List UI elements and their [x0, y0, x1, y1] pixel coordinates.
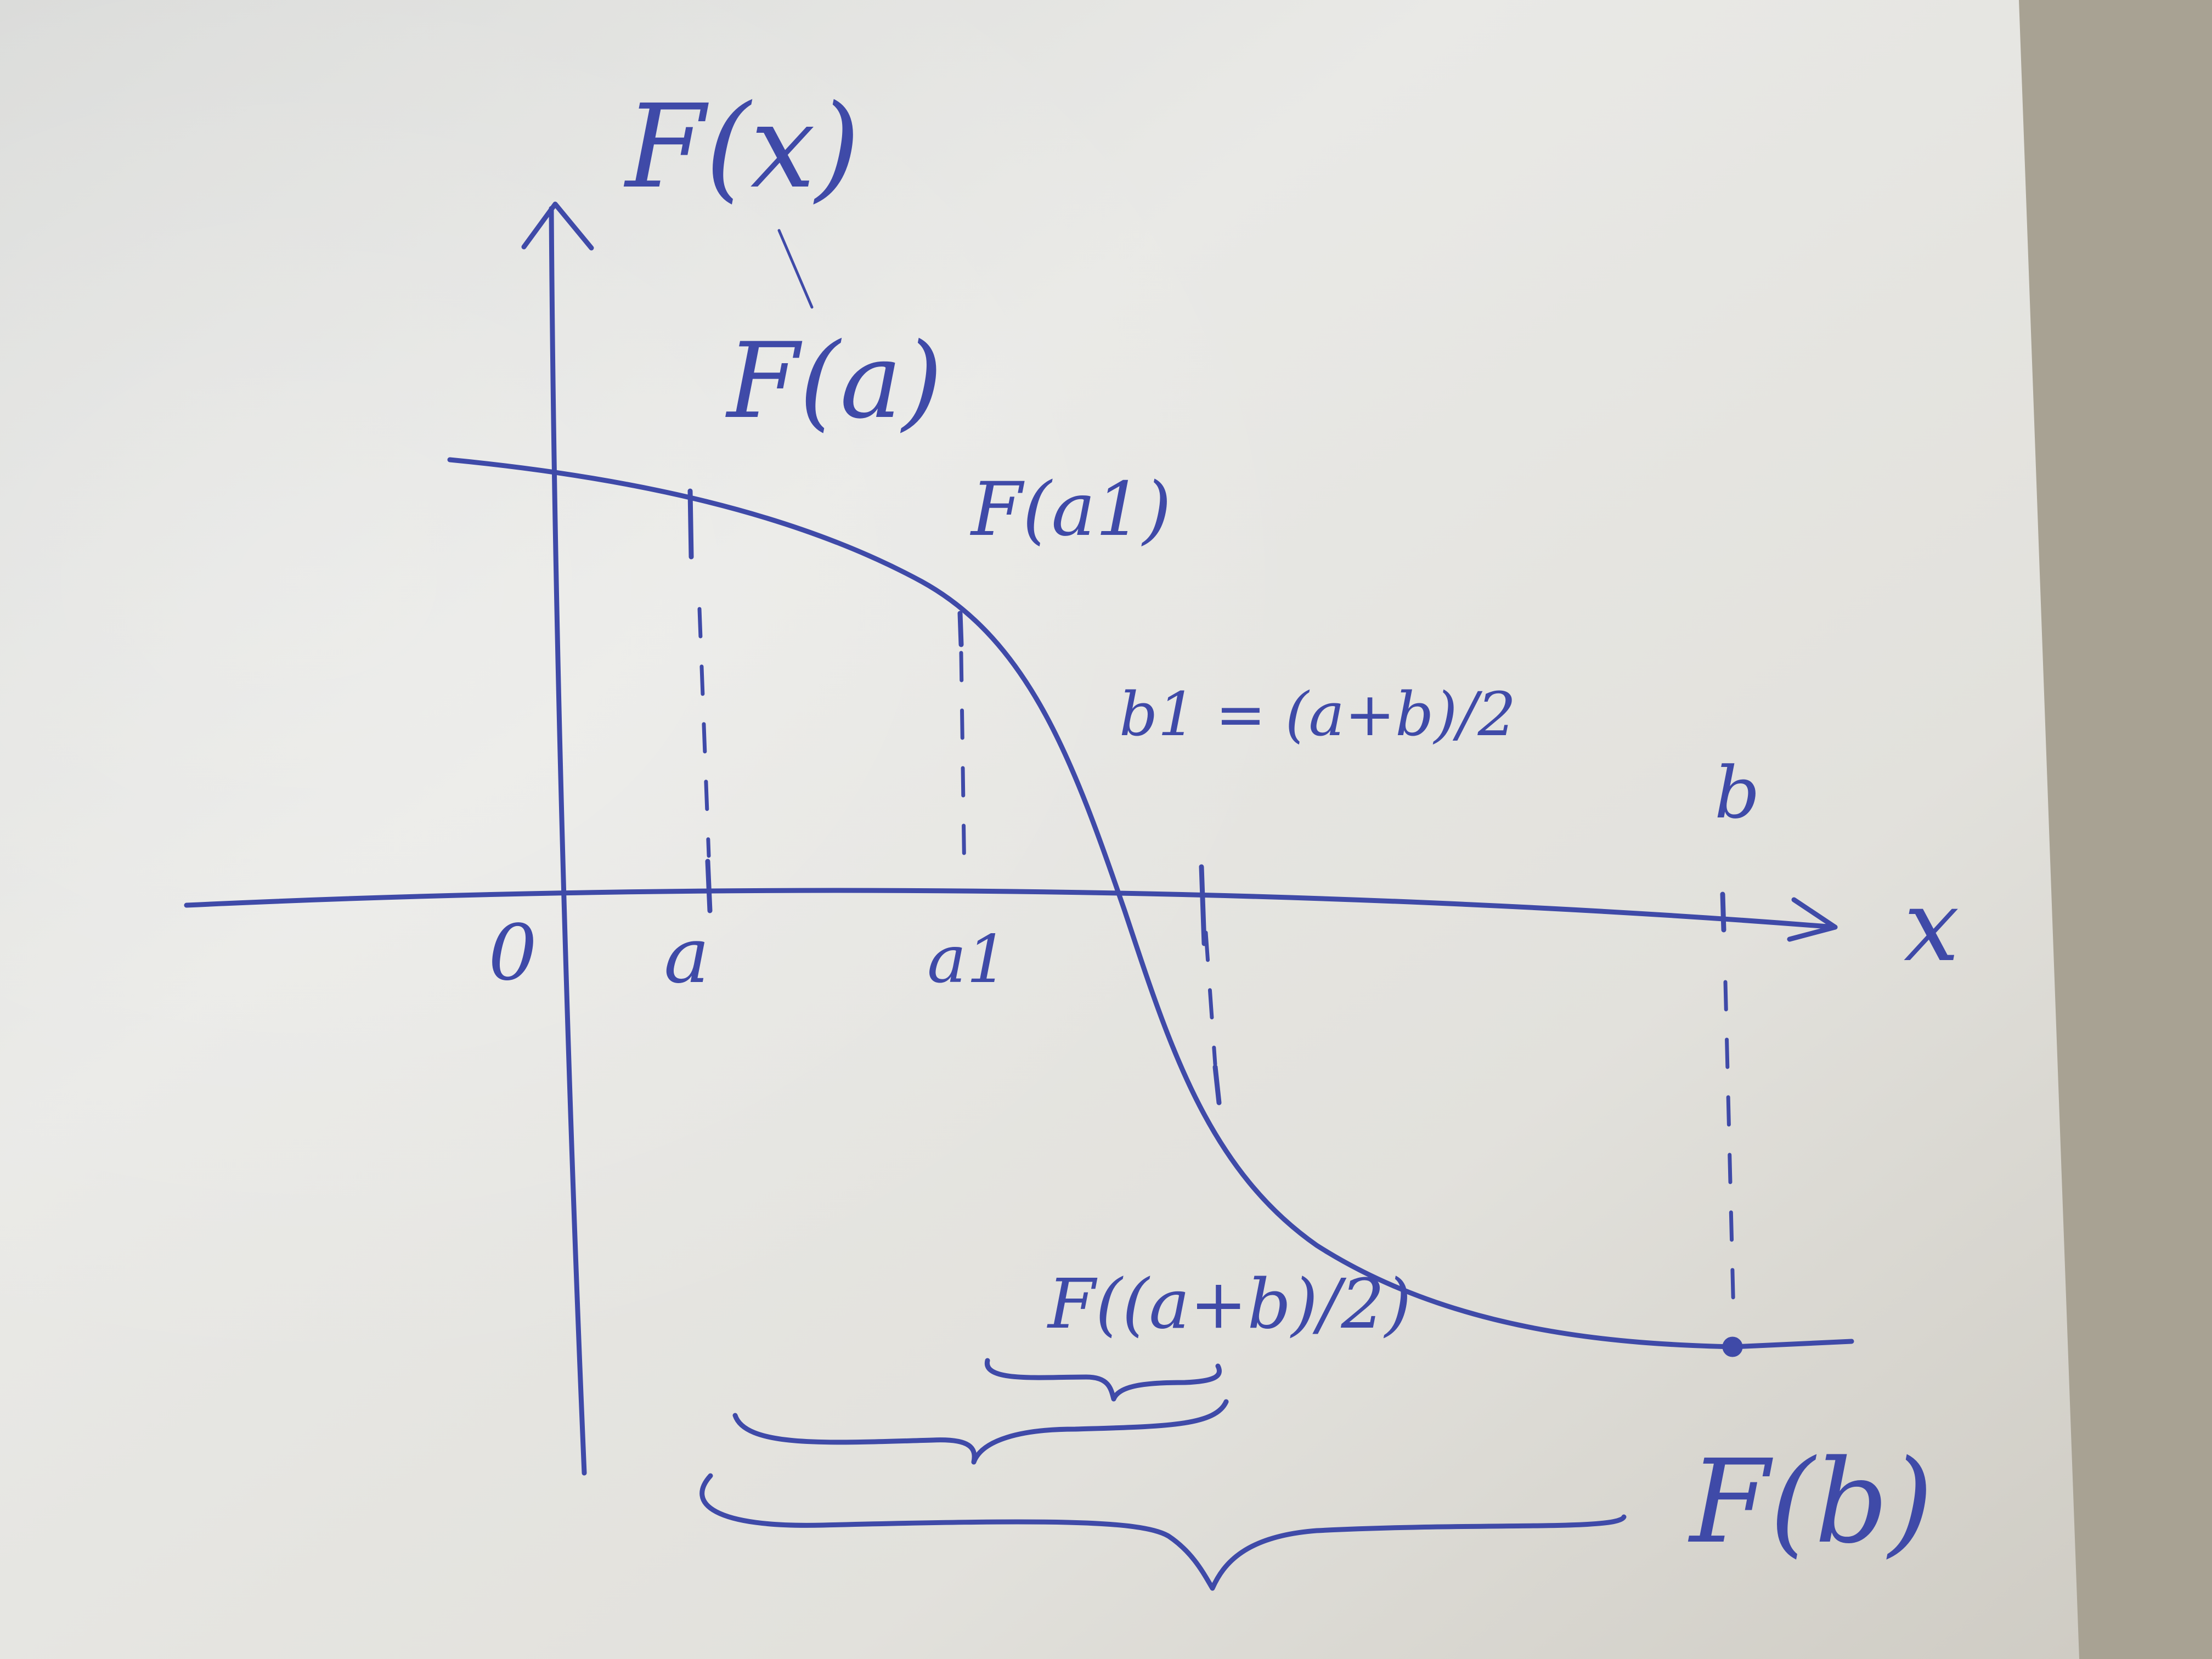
- tick-a-curve: [687, 488, 694, 560]
- dash-b: [1723, 980, 1736, 1319]
- x-axis-arrowhead: [1787, 897, 1838, 942]
- small-brace: [732, 1399, 1229, 1465]
- f-b-label: F(b): [1688, 1435, 1933, 1569]
- a-label: a: [664, 911, 709, 1001]
- tick-a-axis: [705, 859, 713, 913]
- large-brace: [699, 1473, 1627, 1591]
- dash-b1: [1204, 930, 1217, 1066]
- tick-a1-curve: [957, 611, 964, 647]
- tick-b1-curve: [1212, 1064, 1222, 1105]
- y-axis-arrowhead: [521, 201, 594, 251]
- function-curve: [447, 457, 1854, 1350]
- x-axis-line: [184, 888, 1838, 930]
- paper-highlight: [0, 0, 2079, 1659]
- y-axis-label: F(x): [623, 80, 860, 214]
- point-b-curve: [1722, 1336, 1743, 1357]
- tick-b1-axis: [1199, 864, 1207, 946]
- x-axis-label: x: [1904, 869, 1960, 984]
- b-label: b: [1714, 751, 1760, 834]
- f-a1-label: F(a1): [969, 466, 1171, 552]
- dash-a: [697, 607, 711, 858]
- pointer-stroke: [777, 229, 814, 309]
- f-a-label: F(a): [725, 320, 943, 442]
- f-mid-label: F((a+b)/2): [1047, 1265, 1412, 1344]
- tiny-brace: [985, 1358, 1222, 1402]
- dash-a1: [959, 651, 967, 883]
- a1-label: a1: [927, 922, 1008, 998]
- origin-label: 0: [488, 909, 537, 998]
- y-axis-line: [549, 206, 587, 1476]
- b1-formula-label: b1 = (a+b)/2: [1119, 679, 1516, 749]
- tick-b-axis: [1720, 891, 1726, 933]
